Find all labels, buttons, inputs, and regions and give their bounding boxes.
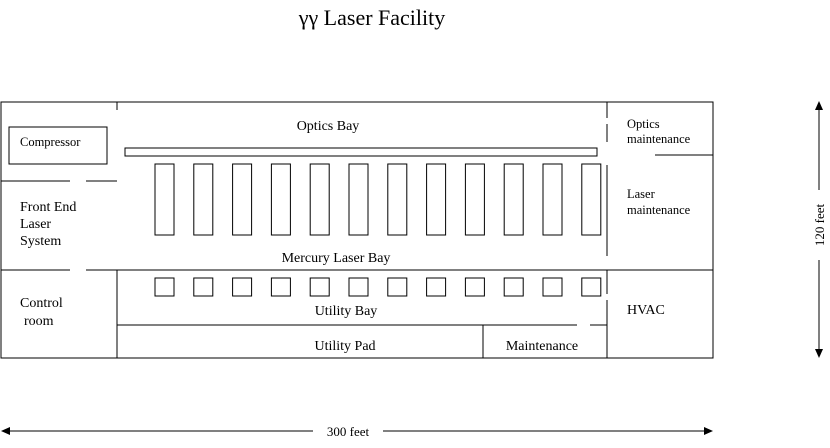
laser-module <box>426 163 447 236</box>
laser-module <box>270 163 291 236</box>
laser-module <box>387 163 408 236</box>
depth-dimension: 120 feet <box>812 101 827 358</box>
optics-maintenance-label-line2: maintenance <box>627 132 691 146</box>
laser-module <box>542 163 563 236</box>
laser-module <box>232 163 253 236</box>
utility-units <box>154 277 602 297</box>
utility-bay-label: Utility Bay <box>315 304 378 319</box>
utility-unit <box>270 277 291 297</box>
laser-module <box>581 163 602 236</box>
compressor-label: Compressor <box>20 135 81 149</box>
laser-module <box>154 163 175 236</box>
width-dimension: 300 feet <box>1 424 713 439</box>
utility-unit <box>348 277 369 297</box>
utility-unit <box>309 277 330 297</box>
maintenance-label: Maintenance <box>506 339 578 354</box>
front-end-label-line2: Laser <box>20 217 51 232</box>
depth-arrowhead-bottom <box>815 349 823 358</box>
laser-maintenance-label-line1: Laser <box>627 187 656 201</box>
laser-modules <box>154 163 602 236</box>
laser-module <box>193 163 214 236</box>
utility-unit <box>193 277 214 297</box>
laser-module <box>348 163 369 236</box>
width-arrowhead-right <box>704 427 713 435</box>
utility-unit <box>387 277 408 297</box>
laser-maintenance-label-line2: maintenance <box>627 203 691 217</box>
control-room-label-line1: Control <box>20 296 63 311</box>
utility-unit <box>503 277 524 297</box>
utility-unit <box>464 277 485 297</box>
front-end-label-line1: Front End <box>20 200 76 215</box>
diagram-title: γγ Laser Facility <box>298 5 446 30</box>
utility-unit <box>426 277 447 297</box>
depth-arrowhead-top <box>815 101 823 110</box>
optics-beam-line <box>124 147 598 157</box>
utility-pad-label: Utility Pad <box>314 339 375 354</box>
mercury-laser-bay-label: Mercury Laser Bay <box>282 251 391 266</box>
building-walls <box>0 101 714 359</box>
depth-dimension-label: 120 feet <box>812 203 827 246</box>
laser-module <box>503 163 524 236</box>
optics-bay-label: Optics Bay <box>297 119 360 134</box>
laser-module <box>464 163 485 236</box>
utility-unit <box>154 277 175 297</box>
optics-maintenance-label-line1: Optics <box>627 117 660 131</box>
laser-module <box>309 163 330 236</box>
utility-unit <box>542 277 563 297</box>
utility-unit <box>232 277 253 297</box>
width-arrowhead-left <box>1 427 10 435</box>
utility-unit <box>581 277 602 297</box>
front-end-label-line3: System <box>20 234 61 249</box>
control-room-label-line2: room <box>24 314 54 329</box>
hvac-label: HVAC <box>627 303 665 318</box>
compressor-box <box>8 126 108 165</box>
building-outline <box>0 101 714 359</box>
width-dimension-label: 300 feet <box>327 424 370 439</box>
